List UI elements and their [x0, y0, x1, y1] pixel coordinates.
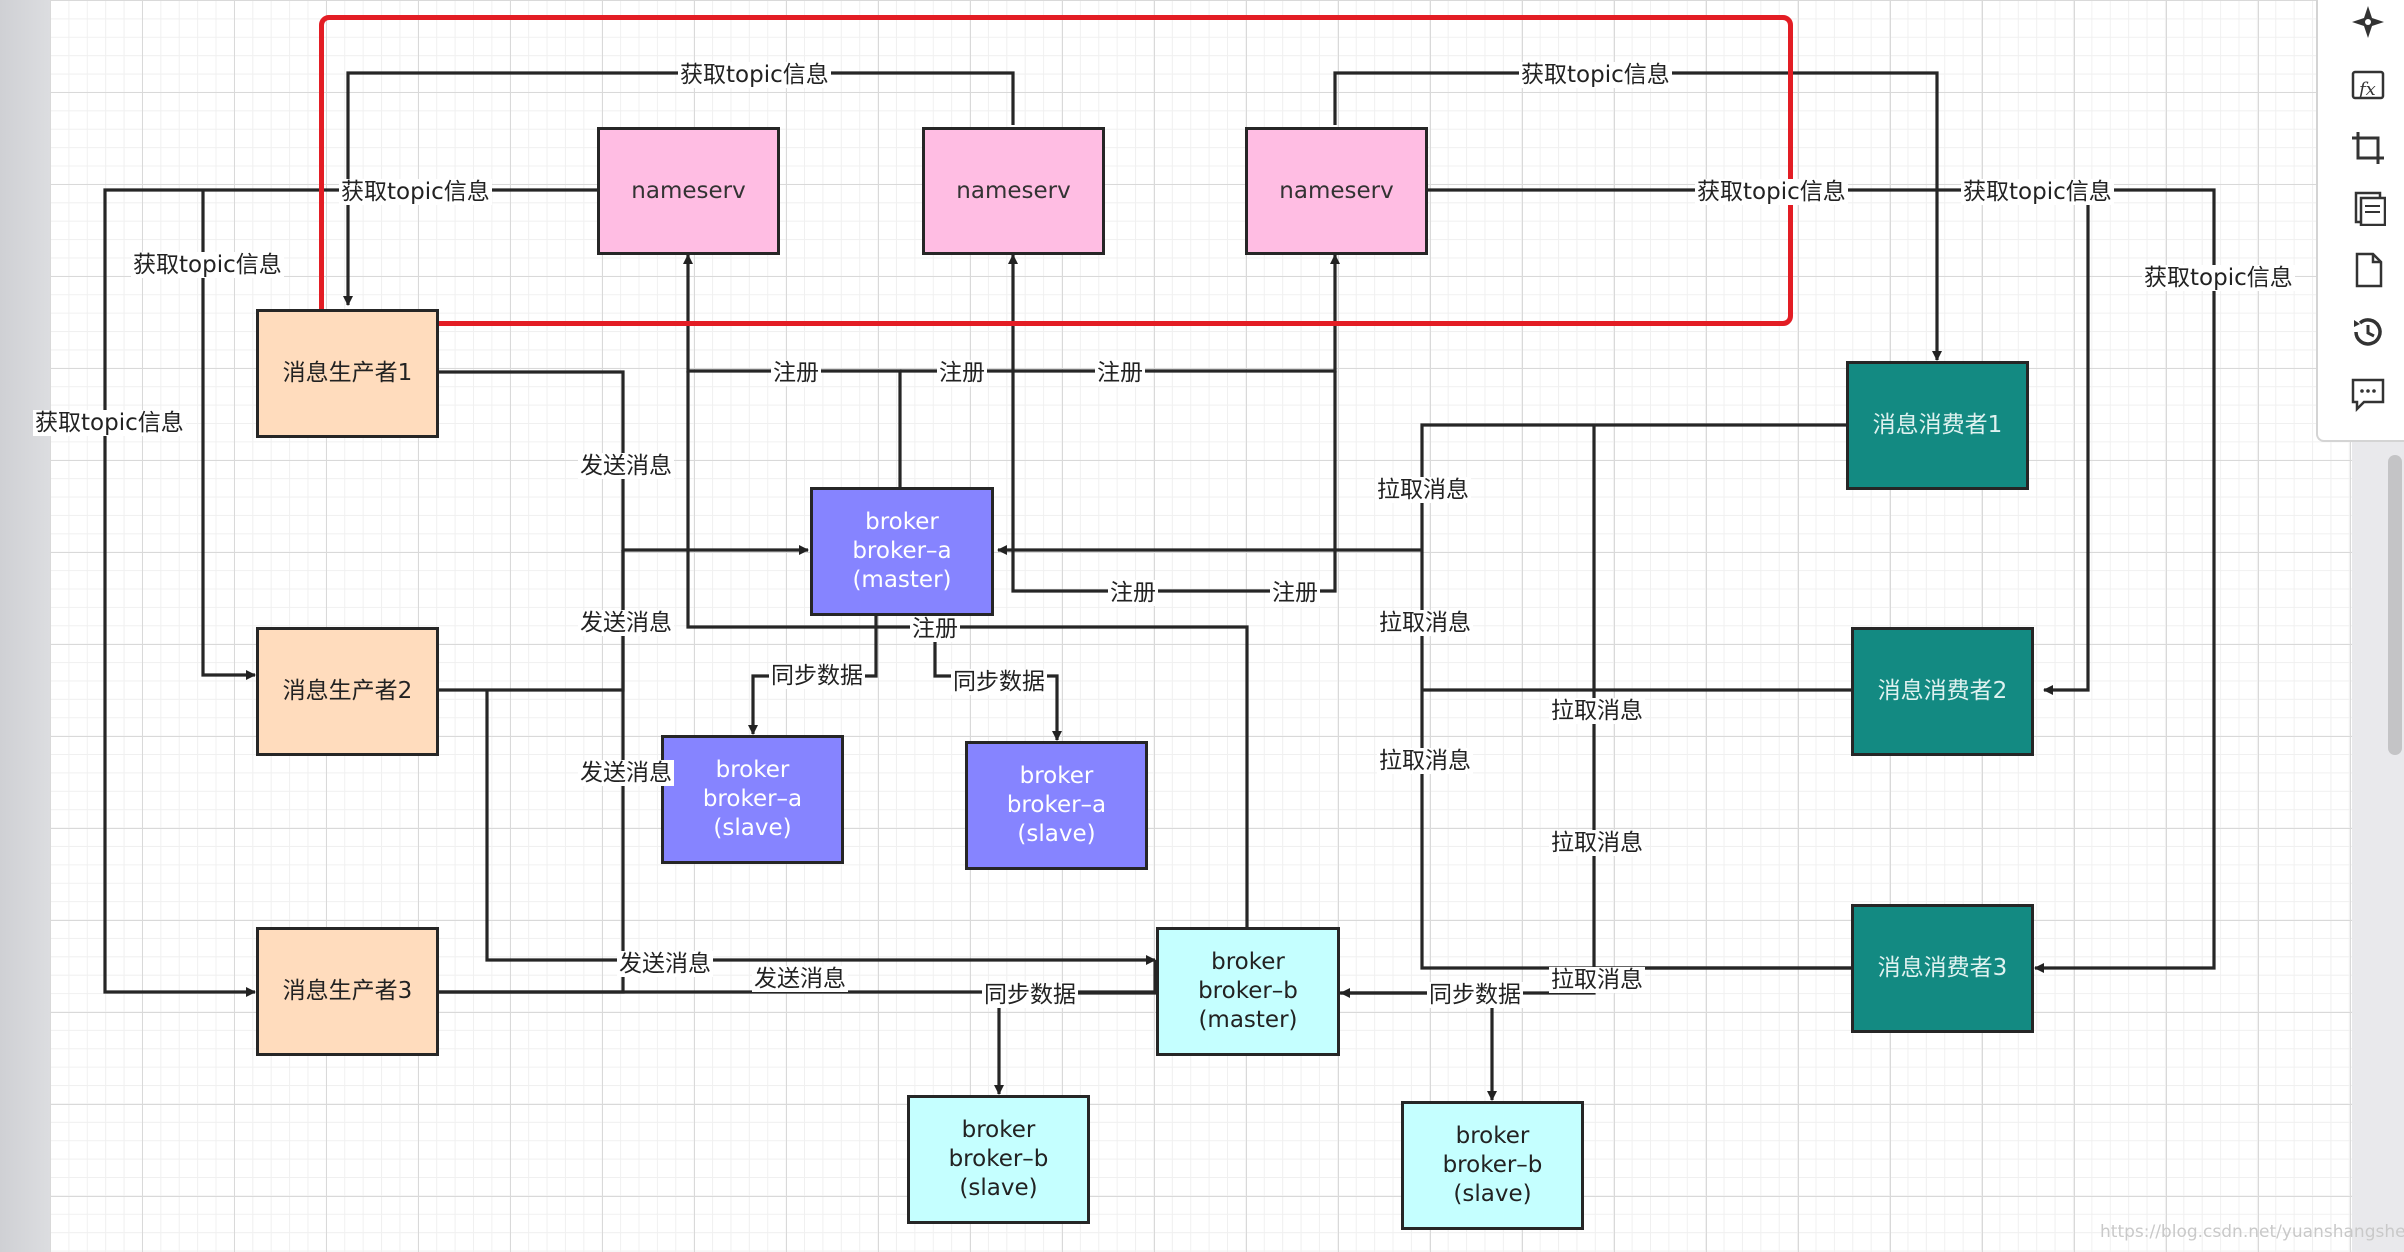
watermark: https://blog.csdn.net/yuanshangshenghuo: [2100, 1222, 2404, 1242]
edge-label-get-topic: 获取topic信息: [1519, 62, 1672, 88]
formula-icon[interactable]: fx: [2348, 66, 2388, 106]
broker-b-master-node[interactable]: broker broker–b (master): [1156, 927, 1340, 1056]
left-gutter: [0, 0, 50, 1252]
broker-b-slave-node-2[interactable]: broker broker–b (slave): [1401, 1101, 1584, 1230]
edge-label-pull: 拉取消息: [1375, 477, 1471, 503]
history-icon[interactable]: [2348, 312, 2388, 352]
nameserv-node-1[interactable]: nameserv: [597, 127, 780, 255]
nameserv-highlight-box: [319, 15, 1793, 326]
node-label: 消息生产者3: [282, 978, 413, 1004]
node-label: broker broker–b (slave): [948, 1117, 1049, 1201]
node-label: broker broker–a (slave): [1006, 763, 1107, 847]
edge-label-pull: 拉取消息: [1549, 967, 1645, 993]
consumer-node-3[interactable]: 消息消费者3: [1851, 904, 2034, 1033]
producer-node-1[interactable]: 消息生产者1: [256, 309, 439, 438]
edge-sync-b-slave2: [1339, 991, 1497, 1101]
consumer-node-2[interactable]: 消息消费者2: [1851, 627, 2034, 756]
edge-label-get-topic: 获取topic信息: [339, 179, 492, 205]
edge-label-register: 注册: [1095, 360, 1145, 386]
node-label: 消息生产者2: [282, 678, 413, 704]
edge-register-b-ns2: [1011, 371, 1247, 593]
edge-label-send: 发送消息: [578, 453, 674, 479]
edge-label-send: 发送消息: [578, 610, 674, 636]
node-label: broker broker–b (master): [1198, 949, 1298, 1033]
node-label: nameserv: [631, 177, 746, 204]
broker-a-master-node[interactable]: broker broker–a (master): [810, 487, 994, 616]
edge-register-b-ns3: [1247, 371, 1337, 593]
producer-node-3[interactable]: 消息生产者3: [256, 927, 439, 1056]
edge-label-get-topic: 获取topic信息: [2142, 265, 2295, 291]
edge-label-get-topic: 获取topic信息: [1695, 179, 1848, 205]
edge-consumer1-pull: [1420, 423, 1852, 970]
edge-sync-b-slave1: [994, 991, 1157, 1095]
edge-nameserv-producer2: [201, 190, 256, 680]
consumer-node-1[interactable]: 消息消费者1: [1846, 361, 2029, 490]
edge-label-sync: 同步数据: [769, 663, 865, 689]
node-label: broker broker–a (slave): [702, 757, 803, 841]
edge-pull-broker-b: [1340, 425, 1596, 998]
nameserv-node-2[interactable]: nameserv: [922, 127, 1105, 255]
edge-label-sync: 同步数据: [1427, 982, 1523, 1008]
broker-a-slave-node-2[interactable]: broker broker–a (slave): [965, 741, 1148, 870]
right-toolbar: fx: [2316, 0, 2404, 442]
node-label: 消息消费者1: [1872, 412, 2003, 438]
pages-icon[interactable]: [2348, 188, 2388, 228]
node-label: 消息消费者2: [1877, 678, 2008, 704]
node-label: 消息生产者1: [282, 360, 413, 386]
edge-label-get-topic: 获取topic信息: [1961, 179, 2114, 205]
edge-label-send: 发送消息: [578, 760, 674, 786]
edge-register-b-ns1: [686, 371, 1249, 928]
broker-b-slave-node-1[interactable]: broker broker–b (slave): [907, 1095, 1090, 1224]
page-icon[interactable]: [2348, 250, 2388, 290]
svg-text:fx: fx: [2357, 79, 2376, 100]
edge-label-send: 发送消息: [752, 966, 848, 992]
node-label: broker broker–b (slave): [1442, 1123, 1543, 1207]
edge-label-register: 注册: [1108, 580, 1158, 606]
node-label: broker broker–a (master): [852, 509, 952, 593]
edge-label-pull: 拉取消息: [1549, 830, 1645, 856]
edge-label-register: 注册: [910, 616, 960, 642]
edge-label-sync: 同步数据: [982, 982, 1078, 1008]
node-label: 消息消费者3: [1877, 955, 2008, 981]
edge-label-get-topic: 获取topic信息: [131, 252, 284, 278]
navigate-icon[interactable]: [2348, 2, 2388, 42]
edge-label-register: 注册: [937, 360, 987, 386]
edge-label-pull: 拉取消息: [1377, 748, 1473, 774]
edge-label-send: 发送消息: [617, 951, 713, 977]
node-label: nameserv: [956, 177, 1071, 204]
edge-label-sync: 同步数据: [951, 669, 1047, 695]
node-label: nameserv: [1279, 177, 1394, 204]
nameserv-node-3[interactable]: nameserv: [1245, 127, 1428, 255]
vertical-scrollbar[interactable]: [2388, 455, 2402, 755]
edge-label-pull: 拉取消息: [1549, 698, 1645, 724]
edge-producer2-send-b: [485, 690, 1156, 965]
crop-icon[interactable]: [2348, 128, 2388, 168]
edge-label-get-topic: 获取topic信息: [33, 410, 186, 436]
edge-label-get-topic: 获取topic信息: [678, 62, 831, 88]
broker-a-slave-node-1[interactable]: broker broker–a (slave): [661, 735, 844, 864]
producer-node-2[interactable]: 消息生产者2: [256, 627, 439, 756]
edge-nameserv-consumer2: [2043, 190, 2090, 695]
edge-label-register: 注册: [1270, 580, 1320, 606]
edge-label-pull: 拉取消息: [1377, 610, 1473, 636]
edge-label-register: 注册: [771, 360, 821, 386]
comment-icon[interactable]: [2348, 374, 2388, 414]
